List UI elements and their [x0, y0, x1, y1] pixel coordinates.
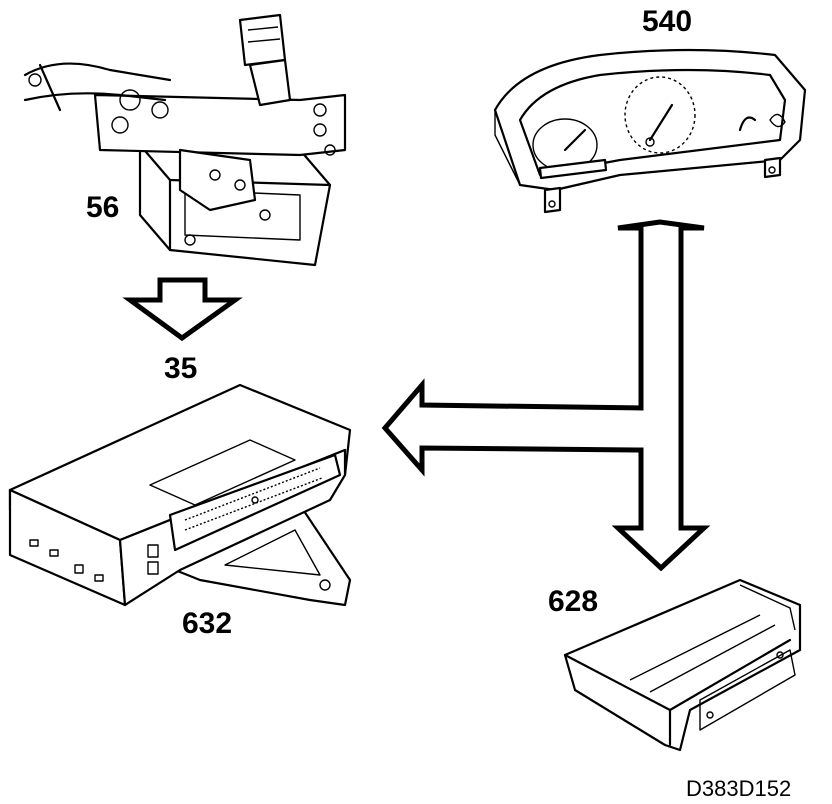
- label-35: 35: [164, 352, 197, 385]
- drawing-reference: D383D152: [686, 776, 791, 801]
- label-632: 632: [182, 607, 232, 640]
- bus-arrow-network: [381, 219, 711, 572]
- label-56: 56: [86, 191, 119, 224]
- component-56-drawing: [23, 13, 347, 267]
- component-628-drawing: [563, 578, 802, 752]
- down-arrow-56-to-35: [122, 277, 243, 342]
- component-632-drawing: [8, 383, 352, 607]
- component-540-drawing: [493, 48, 807, 214]
- label-628: 628: [548, 585, 598, 618]
- label-540: 540: [642, 5, 692, 38]
